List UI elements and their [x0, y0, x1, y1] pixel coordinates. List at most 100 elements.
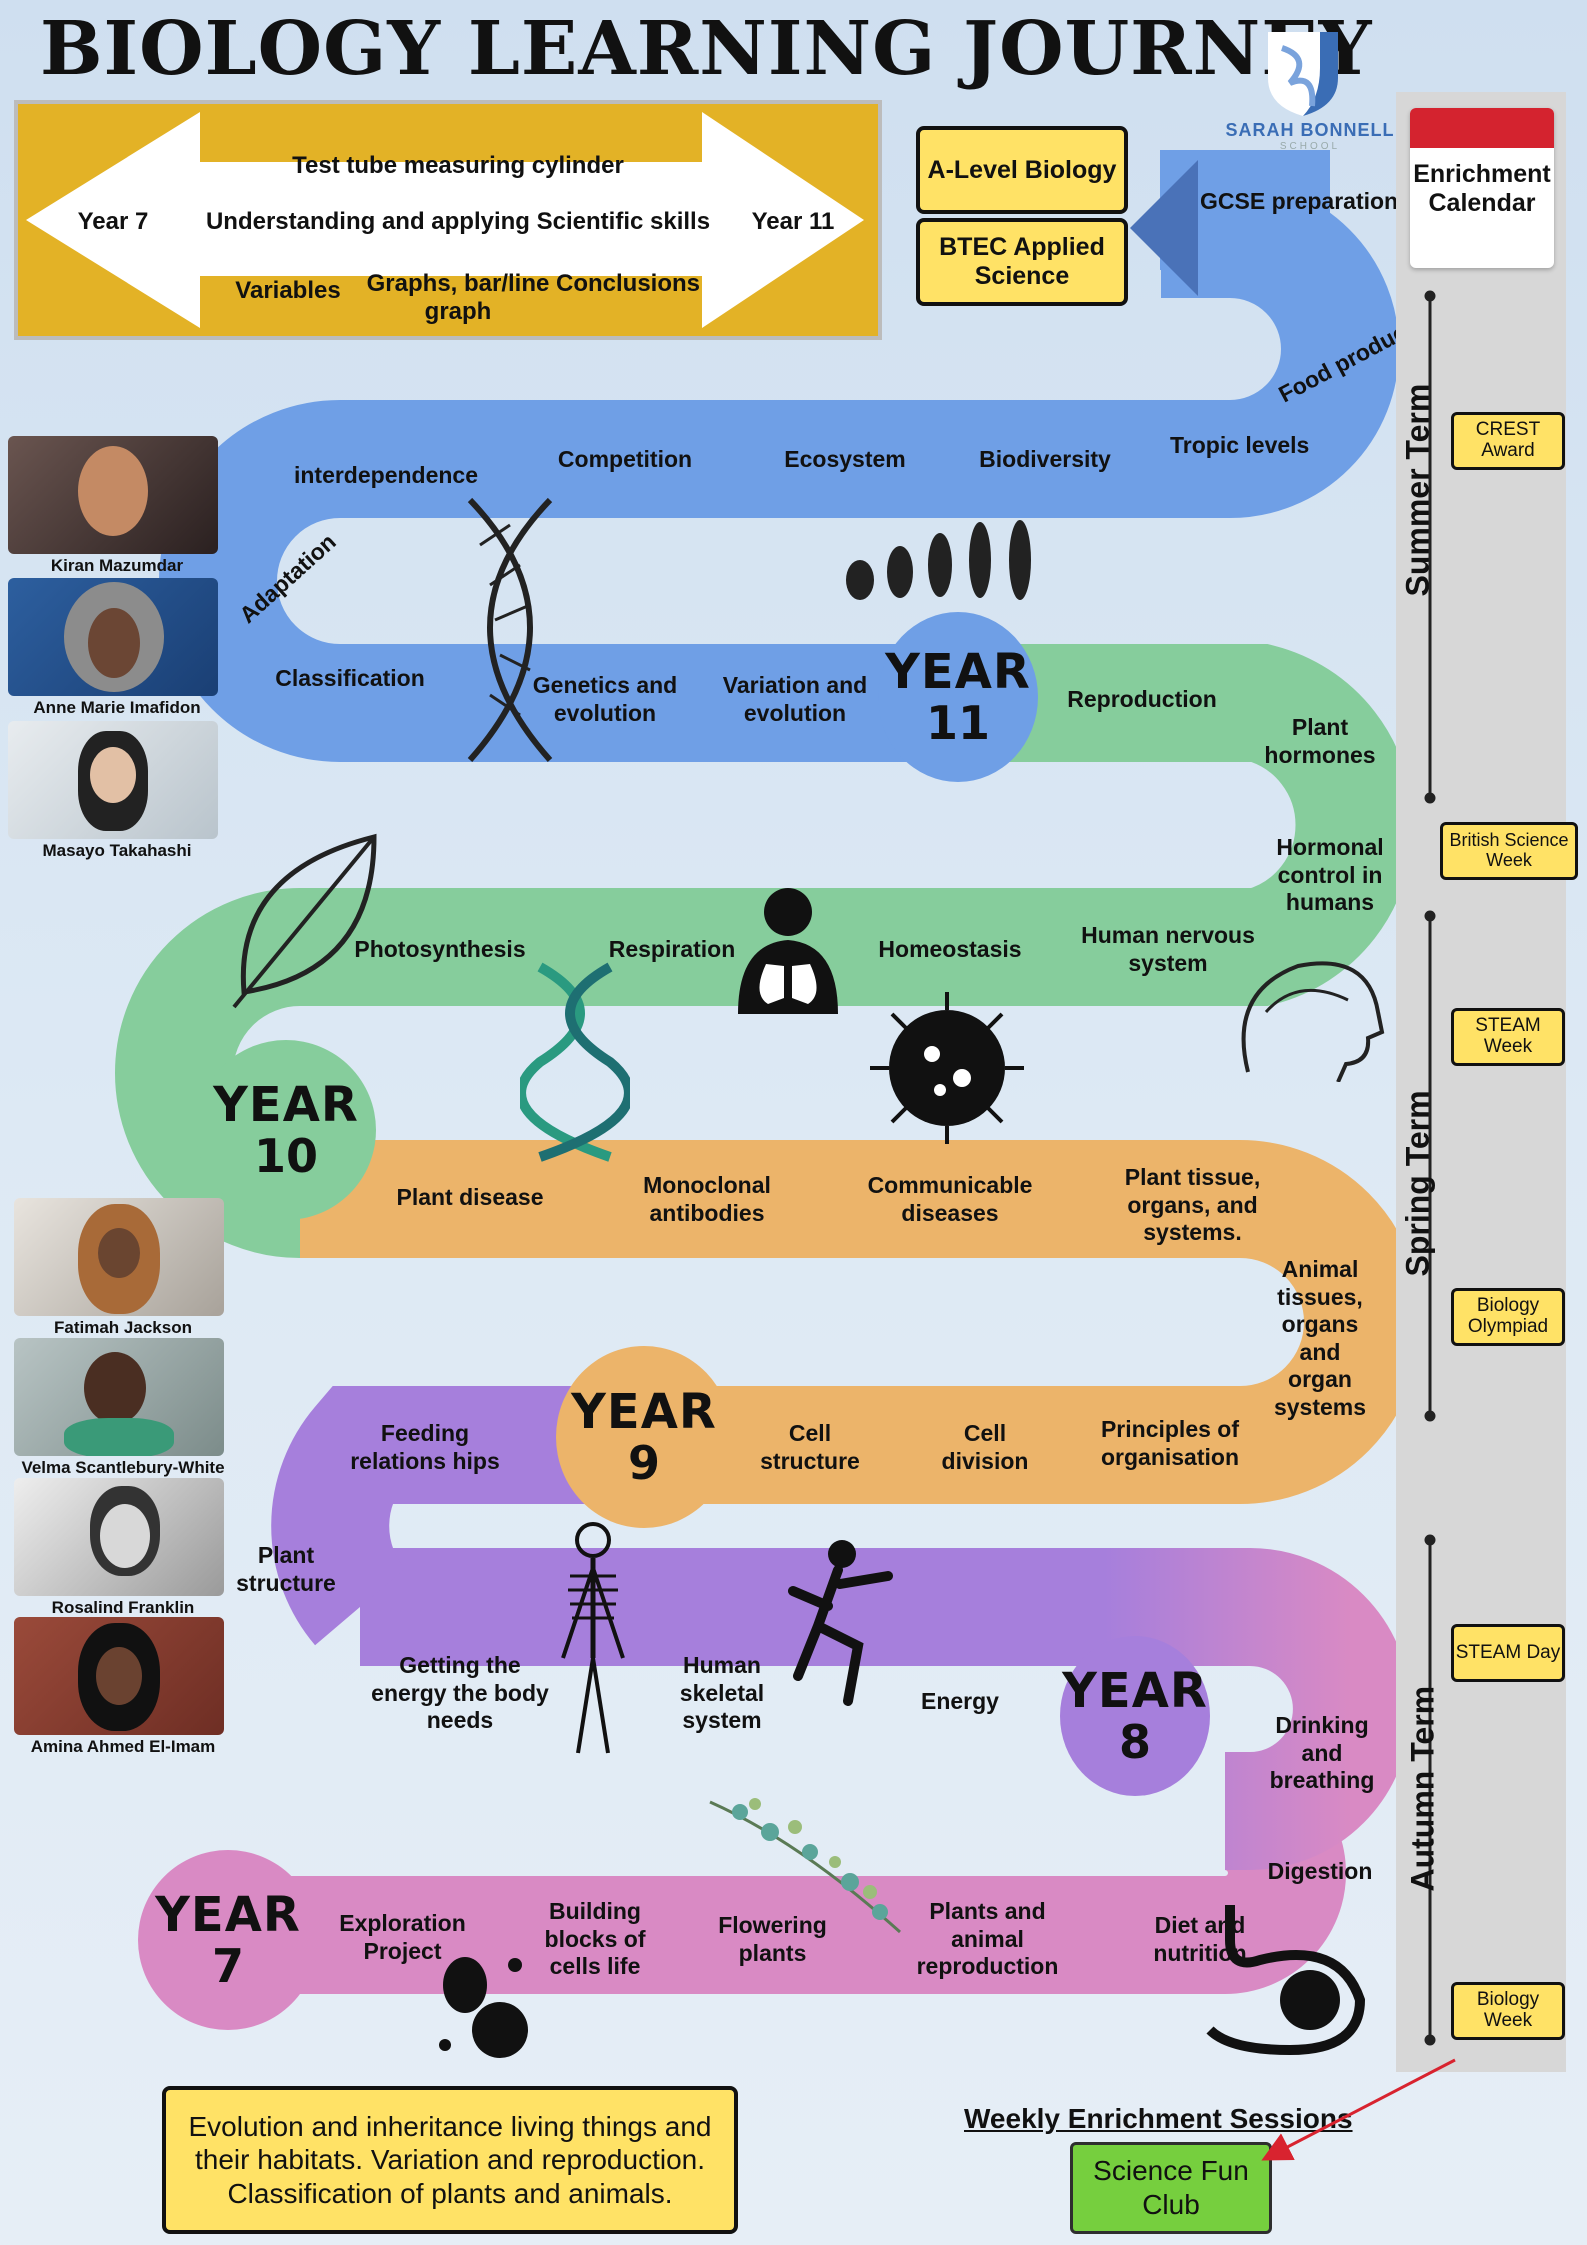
year10-badge: YEAR 10	[196, 1040, 376, 1220]
topic-energy: Energy	[921, 1688, 999, 1714]
year-word: YEAR	[155, 1887, 301, 1943]
portrait-card: Kiran Mazumdar	[8, 436, 226, 576]
topic-feeding: Feeding relations hips	[350, 1420, 500, 1474]
scientist-name: Kiran Mazumdar	[50, 556, 184, 575]
year-number: 7	[211, 1939, 244, 1993]
page-title: BIOLOGY LEARNING JOURNEY	[40, 6, 1373, 92]
skill-graphs: Graphs, bar/line graph	[366, 270, 550, 325]
skill-main: Understanding and applying Scientific sk…	[205, 208, 711, 235]
scientific-skills-box: Test tube measuring cylinder Understandi…	[14, 100, 882, 340]
scientist-name: Velma Scantlebury-White	[21, 1458, 225, 1477]
skeleton-icon	[561, 1522, 625, 1754]
topic-communicable: Communicable diseases	[867, 1172, 1033, 1226]
portrait-card: Velma Scantlebury-White	[14, 1338, 232, 1478]
term-autumn: Autumn Term	[1404, 1685, 1441, 1892]
topic-photosynthesis: Photosynthesis	[354, 936, 526, 962]
topic-interdependence: interdependence	[293, 462, 479, 488]
year8-badge: YEAR 8	[1060, 1636, 1210, 1796]
leaf-icon	[232, 833, 377, 1009]
topic-gcse-revision: GCSE preparation and revision	[1200, 188, 1540, 214]
flowering-plant-icon	[709, 1798, 902, 1934]
topic-energy-body: Getting the energy the body needs	[371, 1652, 549, 1734]
topic-flowering: Flowering plants	[718, 1912, 827, 1966]
event-british-science-week: British Science Week	[1440, 822, 1578, 880]
year11-badge: YEAR 11	[878, 612, 1038, 782]
stomach-icon	[1206, 1905, 1366, 2056]
term-timeline	[1424, 290, 1436, 2046]
road-year10	[300, 644, 1414, 1006]
skill-end-year: Year 11	[751, 208, 835, 235]
year7-summary-box: Evolution and inheritance living things …	[162, 2086, 738, 2234]
runner-icon	[788, 1540, 893, 1706]
portrait-photo	[14, 1198, 224, 1316]
topic-classification: Classification	[275, 665, 425, 691]
school-logo: SARAH BONNELL SCHOOL	[1220, 28, 1400, 152]
school-name: SARAH BONNELL	[1225, 120, 1395, 140]
topic-genetics: Genetics and evolution	[532, 672, 678, 726]
skill-conclusions: Conclusions	[555, 270, 700, 297]
topic-biodiversity: Biodiversity	[979, 446, 1111, 472]
topic-plant-disease: Plant disease	[396, 1184, 544, 1210]
road-year9	[300, 1140, 1422, 1504]
topic-digestion: Digestion	[1267, 1858, 1373, 1884]
arrow-icon	[1261, 2058, 1456, 2161]
calendar-icon: Enrichment Calendar	[1410, 108, 1554, 268]
portrait-card: Masayo Takahashi	[8, 721, 226, 861]
double-arrow-icon	[26, 112, 864, 328]
year-number: 8	[1118, 1715, 1151, 1769]
year-number: 10	[253, 1129, 318, 1183]
scientist-name: Masayo Takahashi	[42, 841, 192, 860]
portrait-card: Amina Ahmed El-Imam	[14, 1617, 232, 1757]
topic-nervous-system: Human nervous system	[1081, 922, 1255, 976]
dna-helix-icon	[467, 497, 553, 762]
topic-reproduction: Reproduction	[1067, 686, 1217, 712]
year-word: YEAR	[571, 1384, 717, 1440]
weekly-enrichment-heading: Weekly Enrichment Sessions	[964, 2103, 1353, 2134]
topic-tropic-levels: Tropic levels	[1170, 432, 1310, 458]
event-biology-week: Biology Week	[1451, 1982, 1565, 2040]
road-left-bend-purple	[271, 1386, 600, 1646]
topic-plant-hormones: Plant hormones	[1264, 714, 1376, 768]
scientist-name: Rosalind Franklin	[51, 1598, 195, 1617]
green-dna-icon	[520, 962, 630, 1162]
lungs-icon	[738, 888, 838, 1014]
portrait-photo	[14, 1338, 224, 1456]
portrait-photo	[8, 721, 218, 839]
topic-plant-structure: Plant structure	[236, 1542, 336, 1596]
topic-exploration: Exploration Project	[339, 1910, 466, 1964]
road-year11	[159, 180, 1399, 762]
year-word: YEAR	[885, 644, 1031, 700]
topic-homeostasis: Homeostasis	[878, 936, 1022, 962]
portrait-photo	[14, 1478, 224, 1596]
topic-monoclonal: Monoclonal antibodies	[643, 1172, 771, 1226]
event-steam-day: STEAM Day	[1451, 1624, 1565, 1682]
topic-animal-tissue: Animal tissues, organs and organ systems	[1273, 1256, 1367, 1420]
road-arrow-head	[1130, 160, 1198, 296]
event-biology-olympiad: Biology Olympiad	[1451, 1288, 1565, 1346]
year9-badge: YEAR 9	[556, 1346, 732, 1528]
skill-start-year: Year 7	[77, 208, 149, 235]
topic-ecosystem: Ecosystem	[784, 446, 906, 472]
year-number: 11	[925, 696, 990, 750]
event-crest-award: CREST Award	[1451, 412, 1565, 470]
year-word: YEAR	[213, 1077, 359, 1133]
portrait-photo	[8, 436, 218, 554]
year7-badge: YEAR 7	[138, 1850, 318, 2030]
skill-variables: Variables	[235, 277, 341, 304]
virus-icon	[870, 992, 1024, 1144]
topic-competition: Competition	[557, 446, 693, 472]
shield-icon	[1268, 32, 1338, 116]
year-number: 9	[627, 1436, 660, 1490]
portrait-card: Rosalind Franklin	[14, 1478, 232, 1618]
road-year8	[360, 1548, 1411, 1870]
cells-icon	[439, 1957, 528, 2058]
portrait-card: Anne Marie Imafidon	[8, 578, 226, 718]
topic-drinking: Drinking and breathing	[1269, 1712, 1375, 1794]
topic-cell-structure: Cell structure	[760, 1420, 860, 1474]
topic-respiration: Respiration	[608, 936, 736, 962]
brain-head-icon	[1241, 961, 1385, 1082]
option-btec: BTEC Applied Science	[916, 218, 1128, 306]
event-steam-week: STEAM Week	[1451, 1008, 1565, 1066]
portrait-photo	[8, 578, 218, 696]
